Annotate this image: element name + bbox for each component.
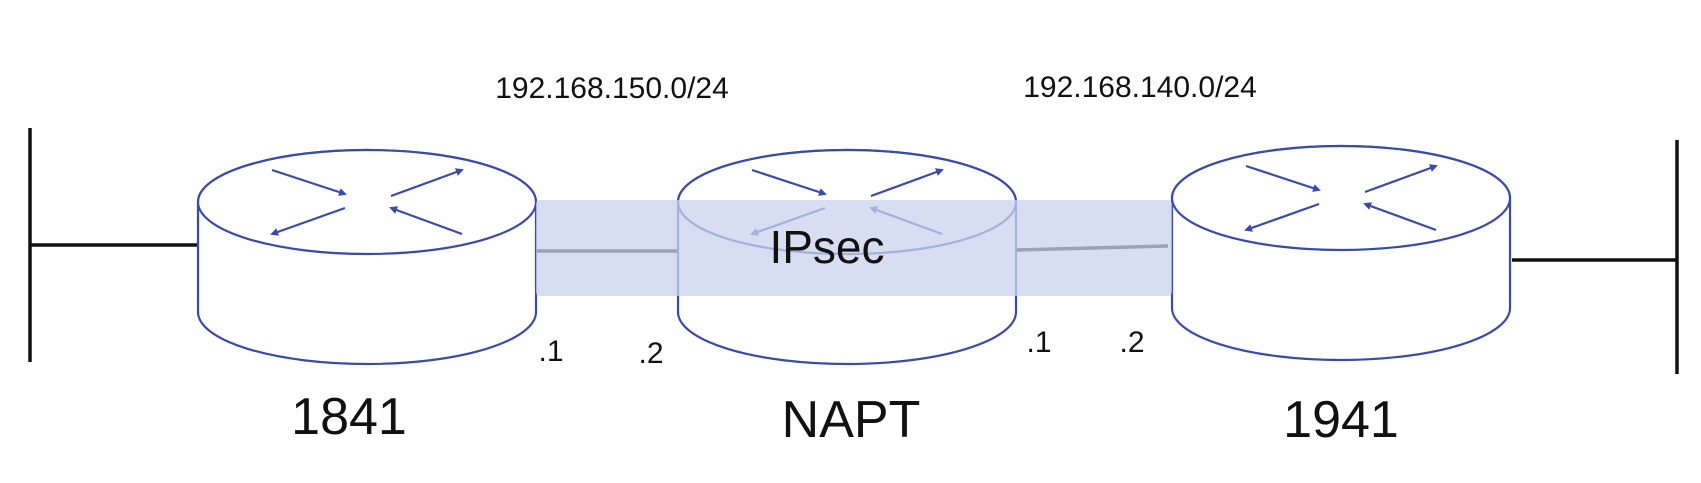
router-1841-label: 1841 — [291, 388, 407, 446]
iface-1841-addr: .1 — [538, 335, 563, 368]
router-1941-label: 1941 — [1283, 391, 1399, 449]
router-1841-icon — [196, 148, 538, 366]
tunnel-label: IPsec — [769, 221, 884, 273]
iface-1941-addr: .2 — [1119, 326, 1144, 359]
router-napt-label: NAPT — [782, 391, 921, 449]
router-1941-icon — [1170, 144, 1512, 362]
subnet-left-label: 192.168.150.0/24 — [495, 72, 729, 105]
ipsec-tunnel — [536, 200, 1172, 296]
iface-napt-left-addr: .2 — [638, 337, 663, 370]
subnet-right-label: 192.168.140.0/24 — [1023, 71, 1257, 104]
iface-napt-right-addr: .1 — [1026, 326, 1051, 359]
